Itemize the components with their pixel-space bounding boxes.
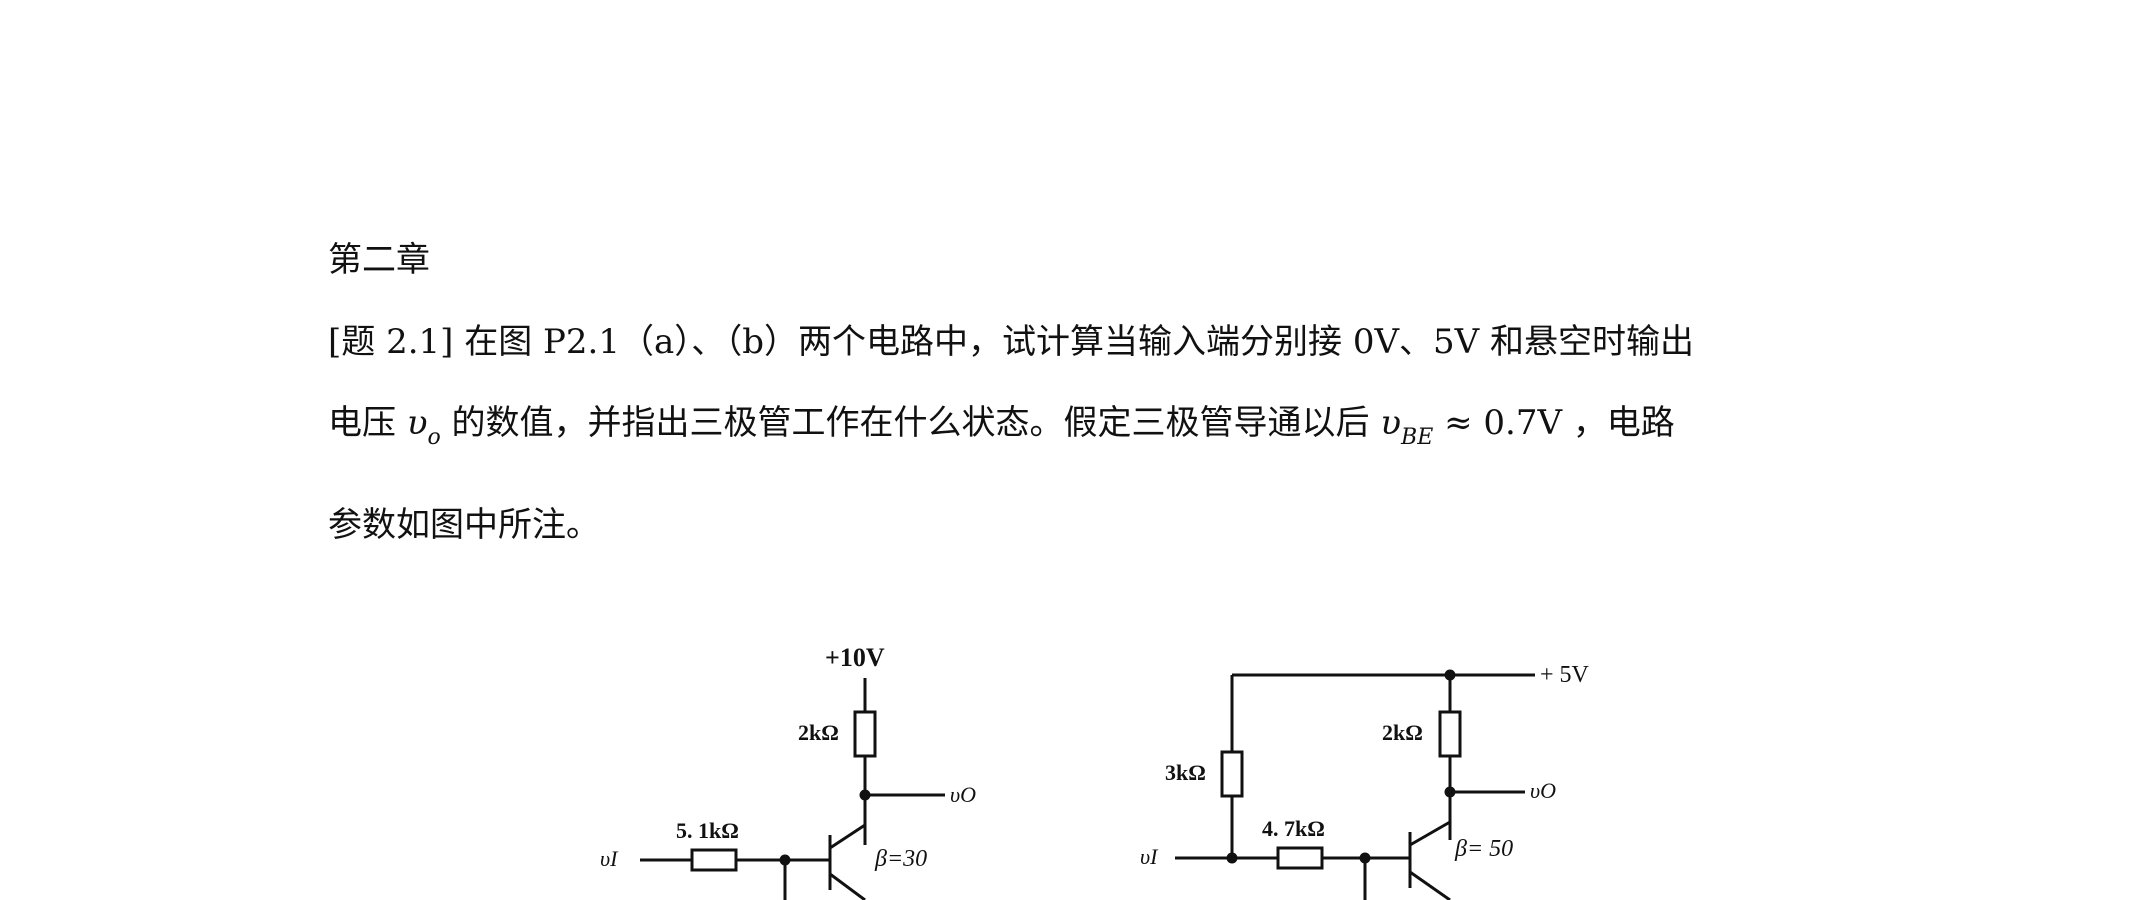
circuit-a-rb-label: 5. 1kΩ [676,818,739,843]
circuit-a-emitter-lead [829,872,866,900]
circuit-a-output-label: υO [950,782,976,807]
circuit-b-input-node [1226,852,1238,864]
circuit-b-pullup-resistor [1220,750,1244,798]
circuit-b-beta-label: β= 50 [1454,836,1513,862]
circuit-b-rb-label: 4. 7kΩ [1262,816,1325,841]
circuit-b-output-label: υO [1530,778,1556,803]
text-voltage-label: 电压 [328,403,396,443]
vo-symbol-letter: υ [406,403,428,443]
circuit-b-supply-node [1444,669,1456,681]
circuit-b-supply-label: + 5V [1540,662,1590,688]
circuit-b-input-label: υI [1140,844,1159,869]
circuit-b-collector-resistor [1438,710,1462,758]
circuit-a-output-node [859,789,871,801]
circuit-b-base-resistor [1276,846,1324,870]
vo-subscript: o [427,425,441,450]
problem-line-1: [题 2.1] 在图 P2.1（a）、（b）两个电路中，试计算当输入端分别接 0… [328,322,1694,362]
vbe-subscript: BE [1401,425,1434,450]
vbe-value: ≈ 0.7V [1444,403,1562,443]
text-line2-middle: 的数值，并指出三极管工作在什么状态。假定三极管导通以后 [451,403,1370,443]
circuit-a-supply-label: +10V [825,643,885,672]
circuit-a-beta-label: β=30 [874,846,927,872]
circuit-b-rc-label: 2kΩ [1382,720,1423,745]
circuit-b-output-node [1444,786,1456,798]
circuit-b-collector-lead [1409,820,1451,847]
circuit-b-emitter-lead [1409,870,1451,900]
circuit-a-base-node [779,854,791,866]
problem-line-3: 参数如图中所注。 [328,505,600,545]
circuit-a-rc-label: 2kΩ [798,720,839,745]
vbe-expression: υBE ≈ 0.7V [1370,403,1573,449]
circuit-a-base-resistor [690,848,738,872]
circuit-b [1175,669,1535,900]
circuit-b-pullup-label: 3kΩ [1165,760,1206,785]
problem-line-2: 电压 υo 的数值，并指出三极管工作在什么状态。假定三极管导通以后 υBE ≈ … [328,403,1848,449]
circuit-b-base-node [1359,852,1371,864]
chapter-heading: 第二章 [328,240,430,280]
circuit-a-collector-lead [829,823,866,850]
text-line2-end: ，电路 [1572,403,1675,443]
circuit-a-collector-resistor [853,710,877,758]
circuit-a [640,678,945,900]
vbe-symbol-letter: υ [1380,403,1402,443]
circuit-a-input-label: υI [600,846,619,871]
vo-symbol: υo [396,403,452,449]
